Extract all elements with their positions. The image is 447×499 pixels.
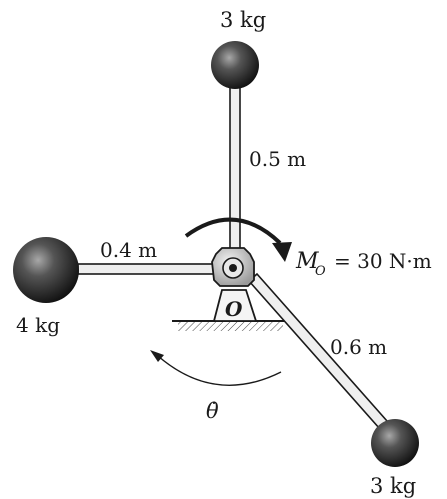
pivot-label: O [225,297,243,321]
length-label-right-rod: 0.6 m [330,335,387,359]
moment-subscript: O [315,264,326,279]
sphere-bottom-right [371,419,419,467]
moment-label: M O = 30 N·m [295,249,432,279]
length-label-left-rod: 0.4 m [100,238,157,262]
angular-velocity-label: θ̇ [206,399,219,423]
pivot-hub [211,247,255,287]
rod-top [229,85,241,271]
moment-value: = 30 N·m [334,249,432,273]
sphere-top [211,41,259,89]
length-label-top-rod: 0.5 m [249,147,306,171]
mass-label-left: 4 kg [16,313,60,337]
angular-velocity-arrow [150,350,282,386]
ground-support [172,289,290,331]
moment-arrow [184,217,292,262]
mass-label-bottom-right: 3 kg [370,474,416,498]
sphere-left [13,237,79,303]
mass-label-top: 3 kg [220,8,266,32]
moment-symbol: M [295,249,319,274]
